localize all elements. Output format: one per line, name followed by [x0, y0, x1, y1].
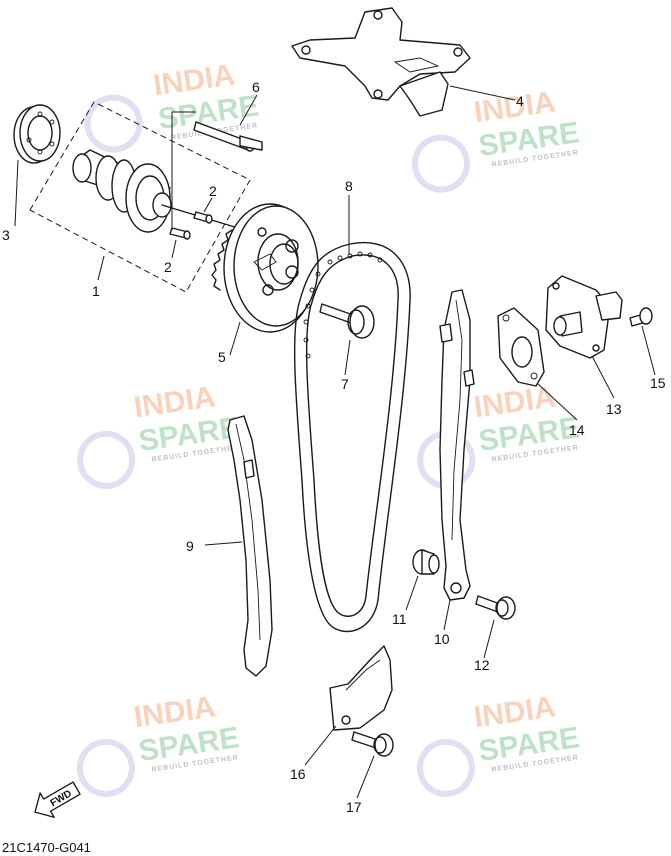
- callout-3: 3: [2, 227, 10, 243]
- part-11-collar: [412, 549, 440, 575]
- callout-10: 10: [434, 631, 450, 647]
- part-7-bolt: [319, 303, 375, 339]
- part-4-bracket: [291, 7, 471, 117]
- callout-8: 8: [345, 178, 353, 194]
- part-14-gasket: [497, 307, 545, 387]
- part-8-chain: [293, 241, 411, 633]
- part-17-bolt: [351, 731, 394, 757]
- callout-2-upper: 2: [209, 183, 217, 199]
- part-1-camshaft: [72, 149, 239, 233]
- watermark-bottom-right: INDIA SPARE REBUILD TOGETHER: [416, 690, 581, 797]
- callout-labels: 6 4 3 2 2 1 8 5 7 9 11 10 12 13 14 15 16…: [2, 79, 666, 815]
- callout-15: 15: [650, 375, 666, 391]
- part-16-stopper-guide: [329, 645, 393, 731]
- part-12-bolt: [475, 595, 516, 620]
- part-13-tensioner: [545, 275, 623, 359]
- callout-14: 14: [569, 422, 585, 438]
- part-6-pin: [193, 121, 263, 152]
- diagram-code: 21C1470-G041: [2, 840, 91, 855]
- callout-5: 5: [218, 349, 226, 365]
- callout-16: 16: [290, 766, 306, 782]
- leader-lines: [14, 85, 656, 799]
- callout-1: 1: [92, 283, 100, 299]
- callout-7: 7: [341, 376, 349, 392]
- callout-2-lower: 2: [164, 259, 172, 275]
- watermark-bottom-left: INDIA SPARE REBUILD TOGETHER: [76, 690, 241, 797]
- callout-13: 13: [606, 401, 622, 417]
- part-5-sprocket: [211, 203, 319, 333]
- part-2-pin-lower: [169, 227, 191, 240]
- part-15-bolt: [629, 307, 653, 327]
- part-1-assembly-outline: [29, 101, 251, 293]
- watermark-top-right: INDIA SPARE REBUILD TOGETHER: [411, 85, 581, 193]
- callout-6: 6: [252, 79, 260, 95]
- fwd-arrow: FWD: [34, 781, 81, 818]
- part-3-bearing: [13, 104, 61, 164]
- watermark-middle-right: INDIA SPARE REBUILD TOGETHER: [417, 380, 581, 489]
- fwd-label: FWD: [49, 788, 74, 809]
- callout-12: 12: [474, 657, 490, 673]
- part-9-chain-guide: [227, 415, 273, 677]
- callout-11: 11: [392, 611, 407, 627]
- part-2-pin-upper: [193, 211, 213, 224]
- callout-4: 4: [516, 93, 524, 109]
- part-10-tensioner-guide: [439, 289, 475, 601]
- watermark-middle-left: INDIA SPARE REBUILD TOGETHER: [77, 380, 241, 489]
- callout-17: 17: [346, 799, 362, 815]
- callout-9: 9: [186, 538, 194, 554]
